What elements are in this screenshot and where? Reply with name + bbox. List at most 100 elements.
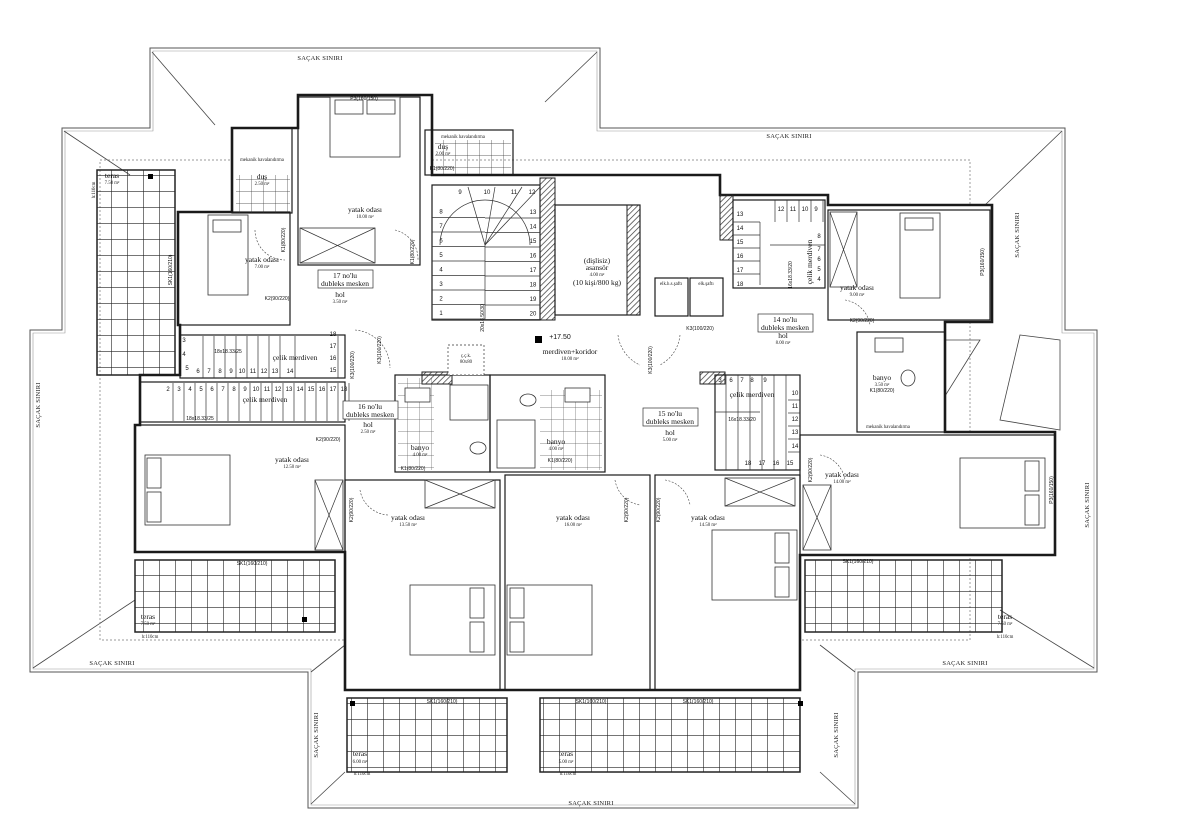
stair-step-number: 8 (232, 387, 236, 393)
room-area: 14.50 m² (699, 522, 717, 528)
stair-step-number: 8 (817, 234, 821, 240)
stair-step-number: 18 (530, 283, 537, 289)
terrace-name: teras (998, 612, 1012, 621)
stair-tread (484, 186, 523, 246)
stair-step-number: 11 (264, 387, 271, 393)
mech-vent-label: mekanik havalandırma (441, 135, 486, 140)
room-area: 18.00 m² (561, 356, 579, 362)
unit-17-name: dubleks mesken (321, 279, 369, 288)
room-name: yatak odası (556, 513, 590, 522)
hol-area: 3.50 m² (333, 299, 348, 305)
stair-step-number: 9 (458, 190, 462, 196)
room-area: 4.00 m² (549, 446, 564, 452)
stair-step-number: 4 (817, 277, 821, 283)
stair-step-number: 17 (759, 461, 766, 467)
terrace-height: h:110cm (142, 635, 159, 640)
terrace-area: 5.00 m² (559, 759, 574, 765)
stair-step-number: 1 (439, 311, 443, 317)
stair-step-number: 6 (196, 369, 200, 375)
stair-step-number: 16 (773, 461, 780, 467)
eave-label: SAÇAK SINIRI (35, 382, 42, 427)
stair-step-number: 16 (330, 356, 337, 362)
stair-step-number: 18 (745, 461, 752, 467)
stair-step-number: 14 (297, 387, 304, 393)
stair-spec: 18x18.33/25 (186, 416, 214, 422)
stair-step-number: 12 (792, 417, 799, 423)
room-name: yatak odası (348, 205, 382, 214)
stair-step-number: 5 (185, 366, 189, 372)
stair-step-number: 10 (484, 190, 491, 196)
unit-14-name: dubleks mesken (761, 323, 809, 332)
eave-labels: SAÇAK SINIRI SAÇAK SINIRI SAÇAK SINIRI S… (35, 55, 1091, 807)
stair-step-number: 20 (530, 312, 537, 318)
stair-spec: 16x18.33/20 (788, 261, 794, 289)
room-name: duş (438, 142, 449, 151)
door-label: K3(100/220) (377, 336, 383, 364)
stair-step-number: 14 (530, 225, 537, 231)
stair-step-number: 6 (210, 387, 214, 393)
stair-step-number: 17 (330, 387, 337, 393)
unit-16-name: 16 no'lu (358, 402, 382, 411)
stair-step-number: 13 (792, 430, 799, 436)
stair-step-number: 8 (218, 369, 222, 375)
stair-labels: çelik merdiven 18x18.33/25 çelik merdive… (186, 239, 814, 423)
stair-step-number: 14 (792, 444, 799, 450)
stair-step-number: 15 (330, 368, 337, 374)
room-area: 4.00 m² (413, 452, 428, 458)
stair-step-number: 17 (737, 268, 744, 274)
stair-step-number: 7 (740, 378, 744, 384)
stair-step-number: 4 (182, 352, 186, 358)
room-area: 7.00 m² (255, 264, 270, 270)
stair-step-number: 11 (792, 404, 799, 410)
stair-step-number: 15 (530, 239, 537, 245)
door-label: K2(90/220) (265, 296, 290, 302)
stair-tread (484, 186, 541, 246)
stair-step-number: 4 (188, 387, 192, 393)
stair-step-number: 10 (253, 387, 260, 393)
terrace-height: h:110cm (997, 635, 1014, 640)
terrace-area: 7.50 m² (998, 621, 1013, 627)
terrace-area: 7.50 m² (105, 180, 120, 186)
hol-area: 2.50 m² (361, 429, 376, 435)
room-area: 16.00 m² (564, 522, 582, 528)
elevator-area: 4.00 m² (590, 272, 605, 278)
stair-step-number: 18 (341, 387, 348, 393)
room-labels: yatak odası 10.00 m² yatak odası 7.00 m²… (240, 135, 911, 528)
room-area: 13.50 m² (399, 522, 417, 528)
mech-vent-label: mekanik havalandırma (866, 425, 911, 430)
terrace-name: teras (353, 749, 367, 758)
stair-step-number: 8 (439, 210, 443, 216)
hol-label: hol (778, 331, 788, 340)
sink (564, 387, 591, 403)
terrace-area: 6.00 m² (353, 759, 368, 765)
stair-step-number: 11 (250, 369, 257, 375)
stair-step-number: 9 (243, 387, 247, 393)
steel-stair-label: çelik merdiven (805, 239, 814, 284)
hol-label: hol (665, 428, 675, 437)
room-name: banyo (547, 437, 566, 446)
steel-stair-label: çelik merdiven (273, 353, 318, 362)
door-label: K1(80/220) (401, 466, 426, 472)
stair-step-number: 14 (287, 369, 294, 375)
terrace-name: teras (559, 749, 573, 758)
eave-label: SAÇAK SINIRI (1084, 482, 1091, 527)
stair-step-number: 15 (787, 461, 794, 467)
stair-step-number: 7 (221, 387, 225, 393)
eave-label: SAÇAK SINIRI (297, 55, 342, 62)
terrace-name: teras (105, 171, 119, 180)
room-name: yatak odası (691, 513, 725, 522)
door-label: K2(90/220) (316, 437, 341, 443)
stair-step-number: 17 (530, 268, 537, 274)
door-label: K2(90/220) (850, 318, 875, 324)
room-name: yatak odası (391, 513, 425, 522)
eave-label: SAÇAK SINIRI (313, 712, 320, 757)
unit-labels: 17 no'lu dubleks mesken hol 3.50 m² 16 n… (317, 269, 814, 443)
hol-label: hol (363, 420, 373, 429)
room-name: merdiven+koridor (543, 347, 598, 356)
elevator-type: (dişlisiz) (584, 256, 611, 265)
stair-step-number: 10 (239, 369, 246, 375)
room-area: 3.50 m² (875, 382, 890, 388)
elevation-mark: +17.50 (549, 334, 571, 341)
